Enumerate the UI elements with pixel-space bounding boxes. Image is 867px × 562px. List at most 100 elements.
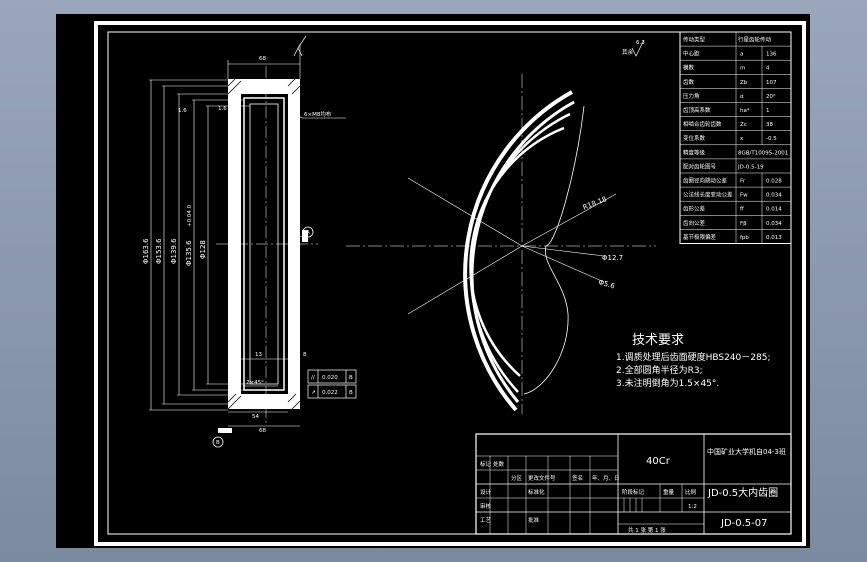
param-cell-12-0: 齿形公差 <box>683 205 706 213</box>
param-cell-1-1: a <box>740 52 743 58</box>
param-cell-6-2: 38 <box>766 122 773 128</box>
tb-label-date: 年、月、日 <box>592 474 620 482</box>
tb-label-mark: 标记 <box>480 460 492 468</box>
param-cell-1-2: 136 <box>766 52 777 58</box>
runout-value-1: 0.020 <box>322 375 338 381</box>
dim-d4: Φ135.6 <box>185 240 193 266</box>
param-cell-10-2: 0.028 <box>766 179 782 185</box>
tb-role-standard: 标准化 <box>528 488 545 496</box>
param-cell-14-1: fpb <box>740 235 749 241</box>
param-cell-11-0: 公法线长度变动公差 <box>683 191 733 199</box>
param-cell-4-2: 20° <box>766 94 776 100</box>
param-cell-1-0: 中心距 <box>683 50 700 58</box>
dim-top-width: 68 <box>259 56 266 62</box>
dim-d4-tol: +0.04 0 <box>187 204 193 227</box>
param-cell-11-2: 0.034 <box>766 193 782 199</box>
param-cell-4-0: 压力角 <box>683 92 700 100</box>
dim-d1: Φ163.6 <box>142 238 150 264</box>
param-cell-4-1: α <box>740 94 744 100</box>
tb-label-count: 处数 <box>493 460 505 468</box>
param-cell-7-0: 变位系数 <box>683 134 706 142</box>
tb-material: 40Cr <box>646 456 671 467</box>
param-cell-8-1: 8GB/T10095-2001 <box>738 150 788 156</box>
break-line <box>523 105 585 395</box>
param-cell-12-1: ff <box>740 207 744 213</box>
datum-b-bubble <box>212 436 224 448</box>
param-cell-3-0: 齿数 <box>683 78 695 86</box>
tech-item-1: 1.调质处理后齿面硬度HBS240－285; <box>616 351 770 363</box>
param-cell-6-0: 相啮合齿轮齿数 <box>683 120 722 128</box>
roughness-rest-symbol <box>631 39 645 57</box>
datum-b-flag <box>218 428 232 433</box>
drawing-border <box>94 21 806 546</box>
svg-text:1.6: 1.6 <box>178 108 187 114</box>
param-cell-0-1: 行星齿轮传动 <box>738 36 772 44</box>
svg-text:↗: ↗ <box>311 390 316 396</box>
ring-bottom-band <box>228 394 300 409</box>
holes-note: 6×M8均布 <box>304 110 332 118</box>
tb-label-zone: 分区 <box>511 474 523 482</box>
ring-wall-right <box>288 79 300 409</box>
drawing-inner-border <box>107 31 792 535</box>
param-cell-5-2: 1 <box>766 108 770 114</box>
runout-frame-1 <box>307 369 357 384</box>
radial-lines <box>407 177 617 315</box>
tb-sheet-info: 共 1 张 第 1 张 <box>628 526 666 534</box>
param-cell-6-1: Zc <box>740 122 747 128</box>
param-cell-14-0: 基节极限偏差 <box>683 233 717 241</box>
param-cell-3-1: Zb <box>740 80 748 86</box>
svg-text:1.6: 1.6 <box>218 106 227 112</box>
param-cell-14-2: 0.013 <box>766 235 782 241</box>
tb-label-sign: 签名 <box>572 474 583 482</box>
ring-wall-left <box>228 79 241 409</box>
dim-dia-5: Φ5.6 <box>597 278 616 290</box>
param-table-frame <box>679 31 792 244</box>
tb-scale: 1:2 <box>688 504 697 510</box>
dim-bottom-inner: 13 <box>255 352 262 358</box>
tb-weight-label: 重量 <box>663 488 675 496</box>
section-view: Φ163.6 Φ153.6 Φ139.6 Φ135.6 +0.04 0 Φ128… <box>142 35 357 448</box>
datum-b-label: B <box>216 440 220 446</box>
runout-datum-2: B <box>349 390 353 396</box>
roughness-symbol-top <box>293 35 307 57</box>
tb-school: 中国矿业大学机自04-3班 <box>707 447 786 456</box>
ring-outer-arc <box>463 90 573 412</box>
stage-boxes <box>623 498 643 512</box>
roughness-rest-label: 其余 <box>622 48 634 56</box>
param-cell-11-1: Fw <box>740 193 748 199</box>
roughness-rest-value: 6.3 <box>636 40 645 46</box>
param-cell-10-1: Fr <box>740 179 746 185</box>
svg-text://: // <box>311 375 315 381</box>
tb-role-approve: 批准 <box>528 516 540 524</box>
technical-requirements: 技术要求 1.调质处理后齿面硬度HBS240－285; 2.全部圆角半径为R3;… <box>616 333 770 389</box>
param-cell-0-0: 传动类型 <box>683 36 706 44</box>
dim-bottom-54: 54 <box>252 414 259 420</box>
dim-d5: Φ128 <box>199 240 207 259</box>
dim-dia-12: Φ12.7 <box>602 254 623 262</box>
tech-title: 技术要求 <box>632 333 684 348</box>
param-cell-2-0: 模数 <box>683 64 695 72</box>
param-cell-5-1: ha* <box>740 108 750 114</box>
tb-role-design: 设计 <box>480 488 492 496</box>
drawing-canvas: Φ163.6 Φ153.6 Φ139.6 Φ135.6 +0.04 0 Φ128… <box>94 21 806 546</box>
param-cell-2-1: m <box>740 66 745 72</box>
runout-value-2: 0.022 <box>322 390 338 396</box>
front-view: R18.18 Φ12.7 Φ5.6 <box>346 74 656 414</box>
tb-ratio-label: 比例 <box>685 488 697 496</box>
tb-role-process: 工艺 <box>480 517 492 524</box>
param-cell-7-2: -0.5 <box>766 136 777 142</box>
param-cell-13-0: 齿向公差 <box>683 219 706 227</box>
tb-stage-label: 阶段标记 <box>622 488 645 496</box>
dim-bottom-total: 68 <box>259 428 266 434</box>
param-cell-2-2: 4 <box>766 66 770 72</box>
param-cell-13-2: 0.034 <box>766 221 782 227</box>
ring-top-band <box>228 79 300 94</box>
dim-d2: Φ153.6 <box>155 238 163 264</box>
runout-datum-1: B <box>349 375 353 381</box>
param-cell-7-1: x <box>740 136 744 142</box>
param-cell-9-0: 配对齿轮图号 <box>683 162 717 170</box>
ring-bore-arc <box>469 126 565 377</box>
param-cell-9-1: JD-0.5-19 <box>737 164 764 170</box>
